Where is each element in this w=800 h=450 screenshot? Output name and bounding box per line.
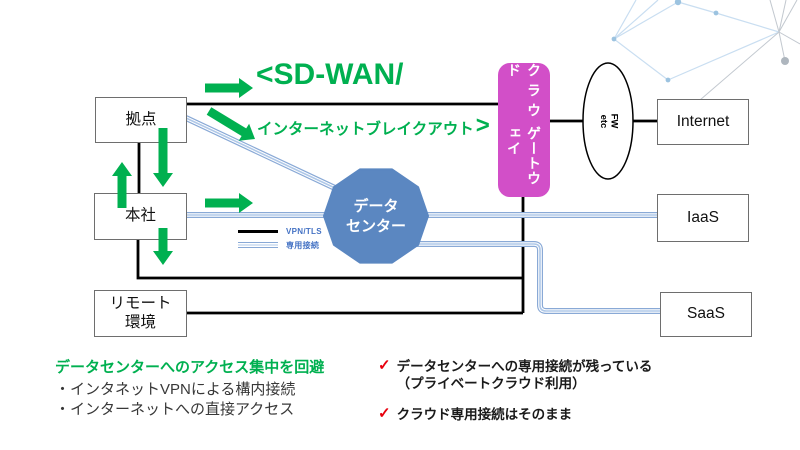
- node-remote: リモート 環境: [94, 290, 187, 337]
- check-item-2-line-1: クラウド専用接続はそのまま: [396, 407, 573, 422]
- notes-right: ✓ データセンターへの専用接続が残っている （プライベートクラウド利用） ✓ ク…: [378, 358, 708, 437]
- firewall-label: FW etc: [598, 113, 620, 129]
- node-cloud-gateway: クラウド ゲートウェイ: [498, 63, 550, 197]
- node-saas: SaaS: [660, 292, 752, 337]
- arrow-right-hq: [205, 193, 253, 213]
- datacenter-label: データ センター: [345, 197, 407, 235]
- arrow-right-top: [205, 78, 253, 98]
- node-internet-label: Internet: [676, 112, 730, 130]
- check-item-1: ✓ データセンターへの専用接続が残っている （プライベートクラウド利用）: [378, 358, 708, 392]
- notes-left: データセンターへのアクセス集中を回避 ・インタネットVPNによる構内接続 ・イン…: [55, 356, 385, 419]
- sdwan-title: <SD-WAN/: [256, 58, 404, 91]
- check-item-1-line-1: データセンターへの専用接続が残っている: [396, 359, 653, 374]
- node-internet: Internet: [657, 99, 749, 145]
- notes-left-item-2: ・インターネットへの直接アクセス: [55, 400, 295, 418]
- cloud-gateway-label-1: クラウド: [506, 63, 542, 123]
- node-iaas: IaaS: [657, 194, 749, 242]
- node-branch: 拠点: [95, 97, 187, 143]
- legend-swatch-dedicated: [238, 242, 278, 248]
- node-saas-label: SaaS: [687, 305, 725, 323]
- legend: VPN/TLS 専用接続: [238, 226, 322, 254]
- legend-swatch-vpn: [238, 229, 278, 233]
- cloud-gateway-label-2: ゲートウェイ: [506, 126, 542, 187]
- legend-label-vpn: VPN/TLS: [286, 226, 322, 236]
- breakout-arrow-glyph: >: [475, 112, 490, 139]
- check-item-2: ✓ クラウド専用接続はそのまま: [378, 406, 708, 423]
- constellation-node: [674, 0, 682, 6]
- node-headquarters-label: 本社: [124, 207, 156, 225]
- dedicated-lines: [184, 115, 660, 314]
- check-item-1-line-2: （プライベートクラウド利用）: [396, 376, 586, 391]
- legend-row-dedicated: 専用接続: [238, 240, 322, 250]
- check-icon: ✓: [378, 357, 391, 374]
- node-remote-label-1: リモート: [109, 294, 172, 312]
- arrow-diagonal-breakout: [206, 107, 255, 141]
- node-remote-label-2: 環境: [124, 313, 156, 331]
- node-branch-label: 拠点: [125, 110, 157, 128]
- check-icon: ✓: [378, 405, 391, 422]
- line-hq-loop: [136, 238, 523, 280]
- legend-label-dedicated: 専用接続: [286, 240, 320, 250]
- constellation-decoration: [611, 0, 800, 101]
- notes-left-heading: データセンターへのアクセス集中を回避: [55, 359, 325, 376]
- legend-row-vpn: VPN/TLS: [238, 226, 322, 236]
- notes-left-item-1: ・インタネットVPNによる構内接続: [55, 381, 296, 398]
- node-headquarters: 本社: [94, 193, 187, 240]
- internet-breakout-label: インターネットブレイクアウト >: [257, 112, 490, 139]
- node-iaas-label: IaaS: [687, 208, 719, 226]
